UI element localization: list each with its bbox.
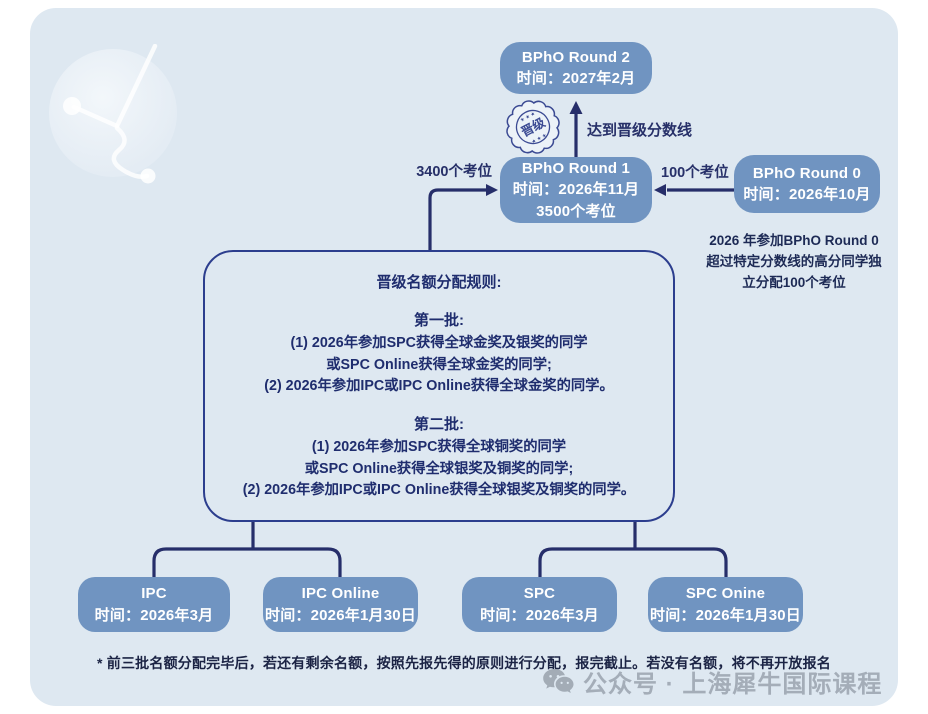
wechat-icon xyxy=(543,668,574,693)
connector-layer: 晋级 ★ ★ ★ ★ ★ ★ xyxy=(152,100,734,577)
rules-batch-1: 第一批: (1) 2026年参加SPC获得全球金奖及银奖的同学 或SPC Onl… xyxy=(205,310,673,398)
batch1-line: 或SPC Online获得全球金奖的同学; xyxy=(326,356,552,373)
arrowhead-up xyxy=(569,101,583,114)
footer-note: * 前三批名额分配完毕后，若还有剩余名额，按照先报先得的原则进行分配，报完截止。… xyxy=(97,655,831,671)
node-spc-onine: SPC Onine 时间：2026年1月30日 xyxy=(648,577,803,632)
batch2-heading: 第二批: xyxy=(414,415,464,433)
physics-globe-decoration xyxy=(49,44,177,184)
node-bpho-round2: BPhO Round 2 时间：2027年2月 xyxy=(500,42,652,94)
node-title: SPC xyxy=(523,585,556,602)
batch1-heading: 第一批: xyxy=(414,311,464,329)
node-seats: 3500个考位 xyxy=(536,202,616,220)
node-ipc: IPC 时间：2026年3月 xyxy=(78,577,230,632)
node-date: 时间：2026年10月 xyxy=(743,186,871,203)
label-seats-3400: 3400个考位 xyxy=(416,164,492,180)
node-bpho-round1: BPhO Round 1 时间：2026年11月 3500个考位 xyxy=(500,157,652,223)
particle-dot xyxy=(140,168,156,184)
promotion-rules-box: 晋级名额分配规则: 第一批: (1) 2026年参加SPC获得全球金奖及银奖的同… xyxy=(203,250,675,522)
batch2-line: (1) 2026年参加SPC获得全球铜奖的同学 xyxy=(311,439,567,455)
round0-note: 2026 年参加BPhO Round 0 超过特定分数线的高分同学独 立分配10… xyxy=(694,230,894,293)
node-title: BPhO Round 0 xyxy=(752,164,862,182)
globe-circle xyxy=(49,49,177,177)
batch1-line: (1) 2026年参加SPC获得全球金奖及银奖的同学 xyxy=(290,335,588,351)
round0-note-line: 超过特定分数线的高分同学独 xyxy=(706,254,882,269)
node-date: 时间：2026年3月 xyxy=(94,606,214,624)
node-date: 时间：2026年1月30日 xyxy=(650,606,801,624)
particle-tracks xyxy=(71,44,158,179)
node-spc: SPC 时间：2026年3月 xyxy=(462,577,617,632)
node-date: 时间：2027年2月 xyxy=(516,70,636,87)
batch2-line: 或SPC Online获得全球银奖及铜奖的同学; xyxy=(304,460,574,477)
watermark: 公众号 · 上海犀牛国际课程 xyxy=(542,664,882,699)
round0-note-line: 2026 年参加BPhO Round 0 xyxy=(709,233,879,248)
node-bpho-round0: BPhO Round 0 时间：2026年10月 xyxy=(734,155,880,213)
label-seats-100: 100个考位 xyxy=(661,165,729,181)
node-title: BPhO Round 2 xyxy=(521,48,631,66)
node-title: BPhO Round 1 xyxy=(521,159,631,177)
node-date: 时间：2026年3月 xyxy=(480,606,599,624)
batch2-line: (2) 2026年参加IPC或IPC Online获得全球银奖及铜奖的同学。 xyxy=(242,482,636,498)
round0-note-line: 立分配100个考位 xyxy=(742,275,846,290)
rules-batch-2: 第二批: (1) 2026年参加SPC获得全球铜奖的同学 或SPC Online… xyxy=(205,414,673,502)
arrowhead-right xyxy=(486,184,498,196)
arrowhead-left xyxy=(654,184,666,196)
rules-title: 晋级名额分配规则: xyxy=(376,274,502,291)
promotion-stamp-badge: 晋级 ★ ★ ★ ★ ★ ★ xyxy=(506,100,560,154)
node-date: 时间：2026年1月30日 xyxy=(265,606,416,624)
stamp-inner-ring xyxy=(515,109,551,145)
node-title: IPC Online xyxy=(301,585,380,602)
batch1-line: (2) 2026年参加IPC或IPC Online获得全球金奖的同学。 xyxy=(264,378,614,394)
stamp-scalloped-edge xyxy=(506,100,560,154)
node-title: SPC Onine xyxy=(685,585,766,602)
particle-dot xyxy=(63,97,81,115)
infographic-panel: 晋级 ★ ★ ★ ★ ★ ★ BPhO Round 2 时间：2027年2月 B… xyxy=(30,8,898,706)
node-ipc-online: IPC Online 时间：2026年1月30日 xyxy=(263,577,418,632)
node-title: IPC xyxy=(141,585,167,602)
watermark-text: 公众号 · 上海犀牛国际课程 xyxy=(583,671,883,698)
bracket-left xyxy=(152,547,342,577)
arrow-rules-to-round1 xyxy=(428,188,486,250)
node-date: 时间：2026年11月 xyxy=(512,181,640,199)
label-promotion-threshold: 达到晋级分数线 xyxy=(587,122,693,139)
bracket-right xyxy=(538,547,728,577)
